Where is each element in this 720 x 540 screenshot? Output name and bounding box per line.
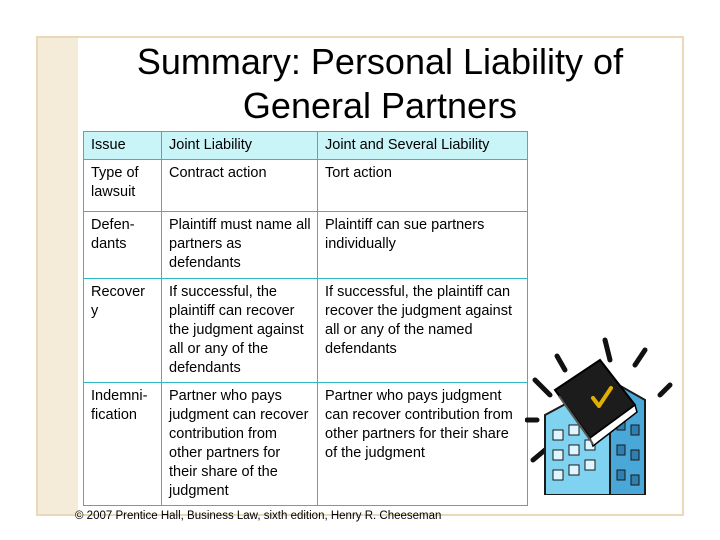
cell-issue: Defen-dants — [83, 211, 162, 279]
slide-decoration-strip — [38, 38, 78, 514]
table-row: Type of lawsuit Contract action Tort act… — [83, 159, 528, 212]
header-issue: Issue — [83, 131, 162, 160]
slide-frame — [36, 36, 684, 516]
cell-issue: Type of lawsuit — [83, 159, 162, 212]
table-header-row: Issue Joint Liability Joint and Several … — [83, 131, 528, 160]
slide-title: Summary: Personal Liability of General P… — [100, 40, 660, 128]
cell-joint: If successful, the plaintiff can recover… — [161, 278, 318, 383]
cell-several: Plaintiff can sue partners individually — [317, 211, 528, 279]
liability-summary-table: Issue Joint Liability Joint and Several … — [83, 131, 528, 506]
slide-title-line-2: General Partners — [242, 85, 518, 126]
header-joint-liability: Joint Liability — [161, 131, 318, 160]
rulebook-building-icon — [525, 337, 673, 495]
cell-joint: Partner who pays judgment can recover co… — [161, 382, 318, 506]
table-row: Recover y If successful, the plaintiff c… — [83, 278, 528, 383]
table-row: Indemni-fication Partner who pays judgme… — [83, 382, 528, 506]
cell-joint: Plaintiff must name all partners as defe… — [161, 211, 318, 279]
cell-several: Partner who pays judgment can recover co… — [317, 382, 528, 506]
cell-joint: Contract action — [161, 159, 318, 212]
header-joint-several-liability: Joint and Several Liability — [317, 131, 528, 160]
cell-several: If successful, the plaintiff can recover… — [317, 278, 528, 383]
table-row: Defen-dants Plaintiff must name all part… — [83, 211, 528, 279]
cell-issue: Recover y — [83, 278, 162, 383]
copyright-footer: © 2007 Prentice Hall, Business Law, sixt… — [75, 510, 442, 522]
slide-title-line-1: Summary: Personal Liability of — [136, 41, 624, 82]
cell-issue: Indemni-fication — [83, 382, 162, 506]
cell-several: Tort action — [317, 159, 528, 212]
